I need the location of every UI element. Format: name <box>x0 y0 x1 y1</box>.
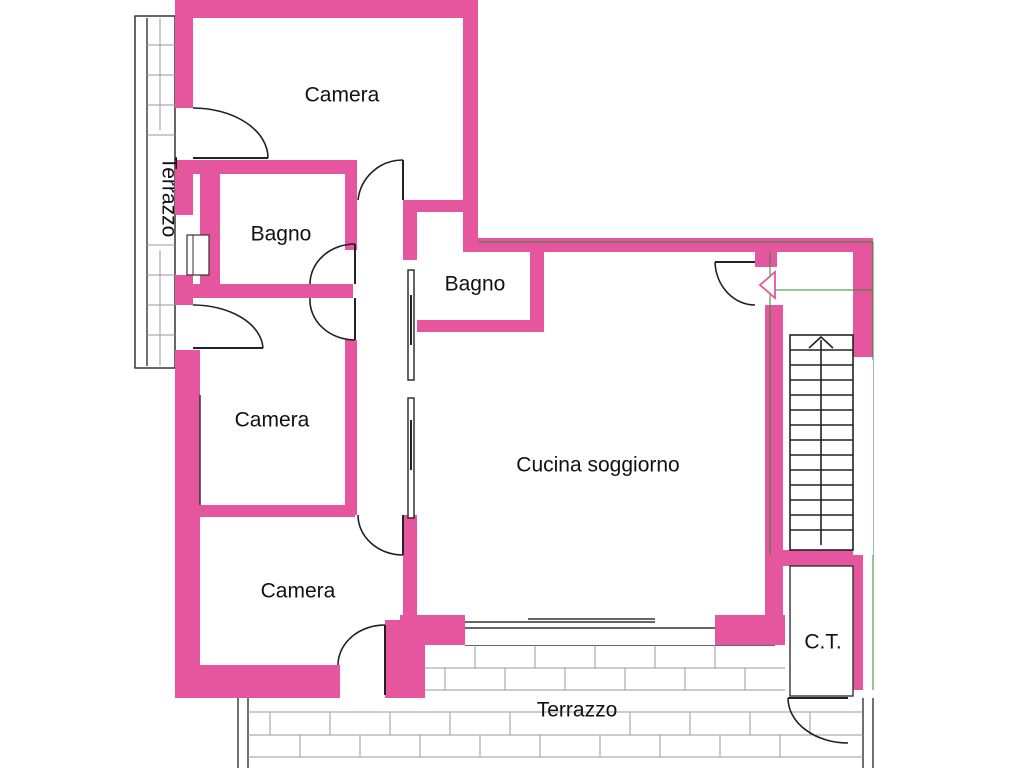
walls <box>175 0 873 698</box>
door-upper-camera[interactable] <box>192 107 269 159</box>
door-middle-camera-terrace[interactable] <box>192 304 264 349</box>
label-camera-middle: Camera <box>235 409 310 432</box>
label-camera-bottom: Camera <box>261 580 336 603</box>
room-labels: Camera Bagno Bagno Camera Cucina soggior… <box>157 84 841 722</box>
label-terrazzo-bottom: Terrazzo <box>537 699 618 722</box>
stairs <box>789 334 854 551</box>
doors <box>192 107 849 744</box>
triangle-icon <box>758 270 776 300</box>
windows <box>186 234 873 645</box>
door-ct[interactable] <box>787 697 849 744</box>
label-camera-top: Camera <box>305 84 380 107</box>
label-ct: C.T. <box>804 631 841 654</box>
bottom-terrace-tiles <box>248 645 863 758</box>
side-terrace-tiles <box>147 18 175 366</box>
door-corridor-top[interactable] <box>357 159 404 201</box>
door-bottom-camera[interactable] <box>357 514 404 556</box>
label-bagno-center: Bagno <box>445 273 506 296</box>
door-bagno-left[interactable] <box>309 243 356 285</box>
stair-steps <box>790 349 853 531</box>
label-cucina-soggiorno: Cucina soggiorno <box>516 454 679 477</box>
label-bagno-left: Bagno <box>251 223 312 246</box>
door-entrance[interactable] <box>714 261 756 306</box>
arrow-up-icon <box>808 335 834 349</box>
door-middle-camera[interactable] <box>309 297 356 341</box>
side-terrace <box>134 15 176 369</box>
door-bottom-camera-terrace[interactable] <box>337 624 386 695</box>
ct-room <box>789 565 854 697</box>
sliding-doors <box>407 269 415 519</box>
label-terrazzo-side: Terrazzo <box>157 157 180 238</box>
